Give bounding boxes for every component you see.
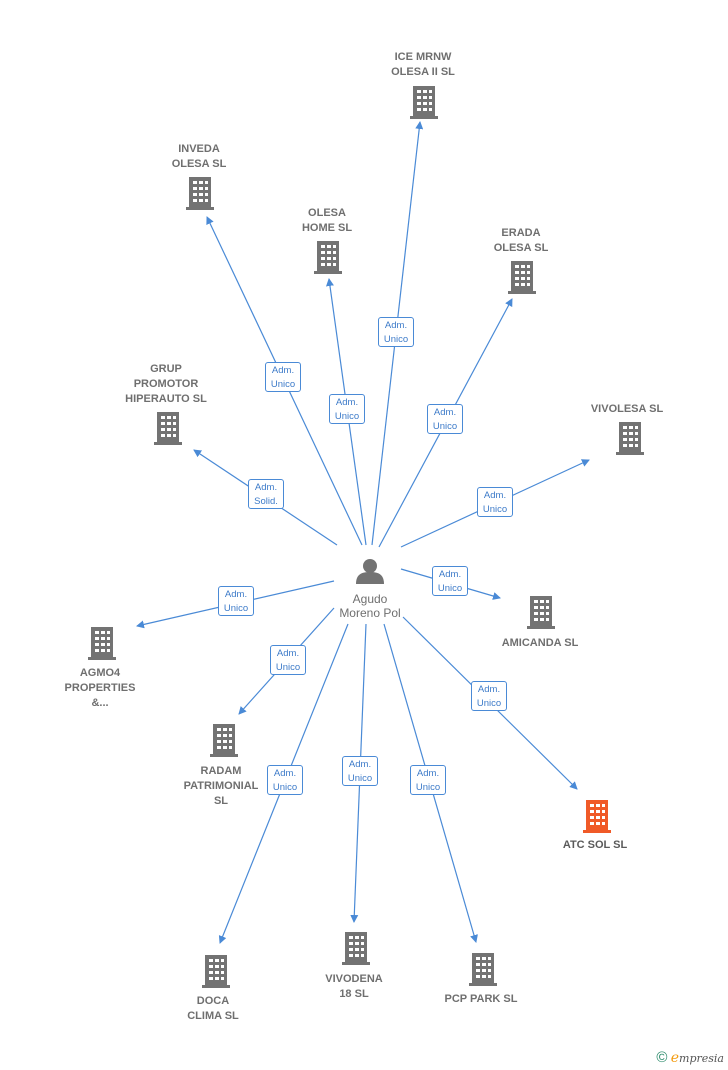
center-person-name[interactable]: Agudo Moreno Pol [339,592,401,620]
company-label-atc-sol[interactable]: ATC SOL SL [562,839,628,851]
company-label-grup-promotor[interactable]: GRUP PROMOTOR HIPERAUTO SL [125,363,207,405]
person-icon[interactable] [356,559,384,584]
company-label-radam[interactable]: RADAM PATRIMONIAL SL [183,765,259,807]
building-icon-highlight[interactable] [583,800,611,833]
company-label-vivodena[interactable]: VIVODENA 18 SL [325,973,383,1000]
company-label-inveda[interactable]: INVEDA OLESA SL [171,143,227,170]
building-icon[interactable] [210,724,238,757]
company-label-vivolesa[interactable]: VIVOLESA SL [590,403,664,415]
company-label-doca[interactable]: DOCA CLIMA SL [187,995,239,1022]
building-icon[interactable] [616,422,644,455]
role-badge-vivolesa: Adm. Unico [477,487,513,517]
company-label-erada[interactable]: ERADA OLESA SL [493,227,549,254]
role-badge-vivodena: Adm. Unico [342,756,378,786]
building-icon[interactable] [508,261,536,294]
role-badge-pcp-park: Adm. Unico [410,765,446,795]
footer-credit: © empresia [656,1049,724,1066]
building-icon[interactable] [527,596,555,629]
company-label-pcp-park[interactable]: PCP PARK SL [444,993,518,1005]
role-badge-olesa-home: Adm. Unico [329,394,365,424]
copyright-icon: © [656,1049,668,1066]
role-badge-amicanda: Adm. Unico [432,566,468,596]
company-label-olesa-home[interactable]: OLESA HOME SL [301,207,353,234]
company-label-ice-mrnw[interactable]: ICE MRNW OLESA II SL [391,51,455,78]
company-label-agmo4[interactable]: AGMO4 PROPERTIES &... [64,667,136,709]
building-icon[interactable] [342,932,370,965]
icons-layer [88,86,644,988]
company-label-amicanda[interactable]: AMICANDA SL [501,637,579,649]
building-icon[interactable] [410,86,438,119]
role-badge-agmo4: Adm. Unico [218,586,254,616]
role-badge-erada: Adm. Unico [427,404,463,434]
role-badge-radam: Adm. Unico [270,645,306,675]
brand-logo-initial: e [670,1050,680,1066]
brand-logo-text: mpresia [679,1052,724,1065]
building-icon[interactable] [88,627,116,660]
building-icon[interactable] [314,241,342,274]
role-badge-grup-promotor: Adm. Solid. [248,479,284,509]
building-icon[interactable] [186,177,214,210]
building-icon[interactable] [202,955,230,988]
role-badge-inveda: Adm. Unico [265,362,301,392]
role-badge-ice-mrnw: Adm. Unico [378,317,414,347]
building-icon[interactable] [469,953,497,986]
building-icon[interactable] [154,412,182,445]
role-badge-doca: Adm. Unico [267,765,303,795]
role-badge-atc-sol: Adm. Unico [471,681,507,711]
